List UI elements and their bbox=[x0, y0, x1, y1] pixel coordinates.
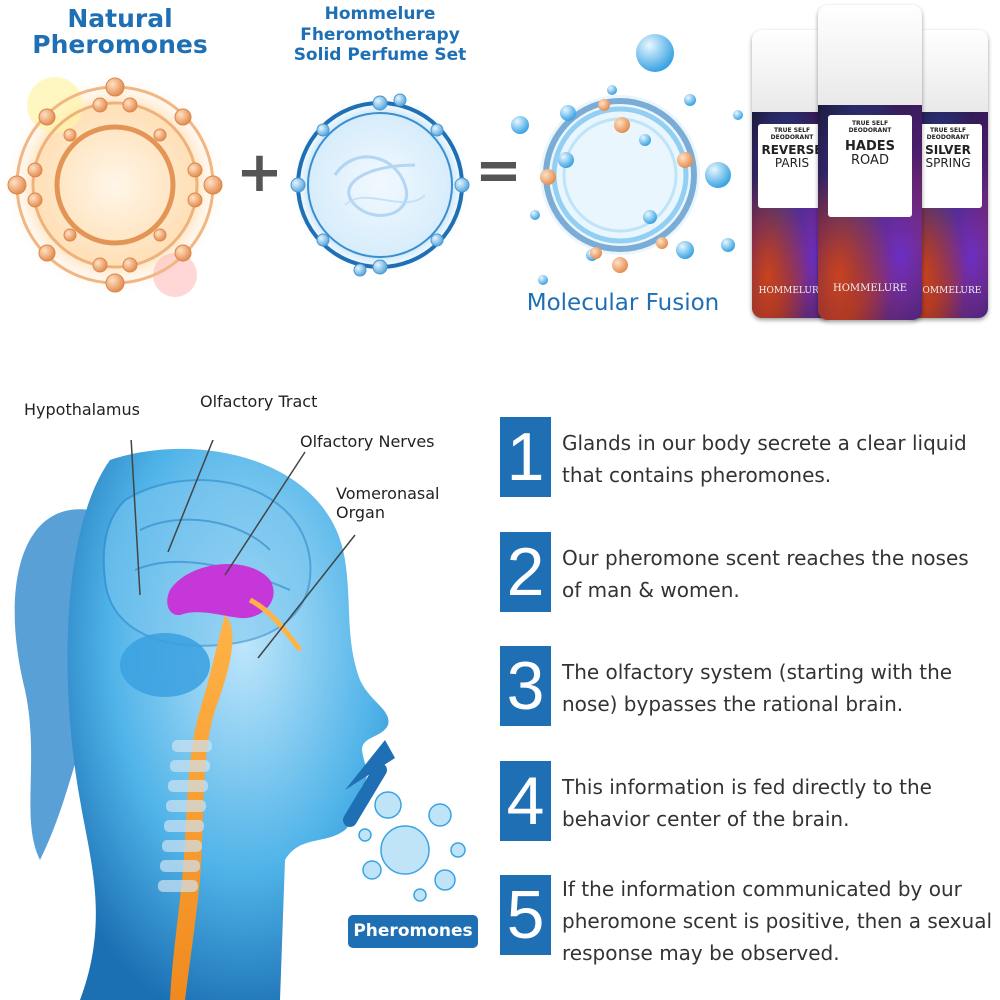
product-subtitle: TRUE SELF DEODORANT bbox=[926, 127, 970, 141]
plus-sign: + bbox=[236, 140, 283, 205]
step-3-number: 3 bbox=[500, 646, 551, 726]
molecular-fusion-label: Molecular Fusion bbox=[526, 290, 720, 316]
product-name-line2: ROAD bbox=[851, 152, 889, 168]
product-name-line1: HADES bbox=[845, 139, 895, 155]
step-4-number: 4 bbox=[500, 761, 551, 841]
product-label: TRUE SELF DEODORANT REVERSE PARIS bbox=[758, 124, 826, 208]
product-name-line1: SILVER bbox=[925, 143, 971, 158]
step-3-text: The olfactory system (starting with the … bbox=[562, 660, 953, 716]
pheromones-badge: Pheromones bbox=[348, 915, 478, 948]
perfume-molecule-ring-illustration bbox=[288, 93, 472, 277]
label-hypothalamus: Hypothalamus bbox=[24, 400, 140, 419]
step-2-number: 2 bbox=[500, 532, 551, 612]
product-subtitle: TRUE SELF DEODORANT bbox=[848, 120, 892, 134]
label-vomeronasal-organ: Vomeronasal Organ bbox=[336, 484, 440, 523]
equals-sign: = bbox=[475, 138, 522, 203]
product-brand: HOMMELURE bbox=[758, 286, 826, 296]
natural-pheromones-title: Natural Pheromones bbox=[32, 4, 208, 60]
product-brand: HOMMELURE bbox=[832, 283, 908, 294]
step-5-text: If the information communicated by our p… bbox=[562, 877, 993, 965]
natural-pheromones-ring-illustration bbox=[3, 73, 227, 297]
step-4-text: This information is fed directly to the … bbox=[562, 775, 932, 831]
molecular-fusion-illustration bbox=[511, 34, 743, 285]
label-olfactory-tract: Olfactory Tract bbox=[200, 392, 318, 411]
product-name-line2: PARIS bbox=[774, 155, 810, 170]
product-brand: HOMMELURE bbox=[914, 286, 982, 296]
product-label: TRUE SELF DEODORANT SILVER SPRING bbox=[914, 124, 982, 208]
product-name-line2: SPRING bbox=[925, 155, 971, 170]
step-2-text: Our pheromone scent reaches the noses of… bbox=[562, 546, 969, 602]
step-5-number: 5 bbox=[500, 875, 551, 955]
label-olfactory-nerves: Olfactory Nerves bbox=[300, 432, 435, 451]
head-anatomy-illustration bbox=[14, 440, 466, 1000]
product-subtitle: TRUE SELF DEODORANT bbox=[770, 127, 814, 141]
hommelure-set-title: Hommelure Fheromotherapy Solid Perfume S… bbox=[293, 4, 467, 66]
step-1-text: Glands in our body secrete a clear liqui… bbox=[562, 431, 967, 487]
step-1-number: 1 bbox=[500, 417, 551, 497]
product-label: TRUE SELF DEODORANT HADES ROAD bbox=[828, 115, 912, 217]
product-tin-hades-road: TRUE SELF DEODORANT HADES ROAD HOMMELURE bbox=[818, 5, 922, 320]
product-name-line1: REVERSE bbox=[761, 143, 823, 158]
